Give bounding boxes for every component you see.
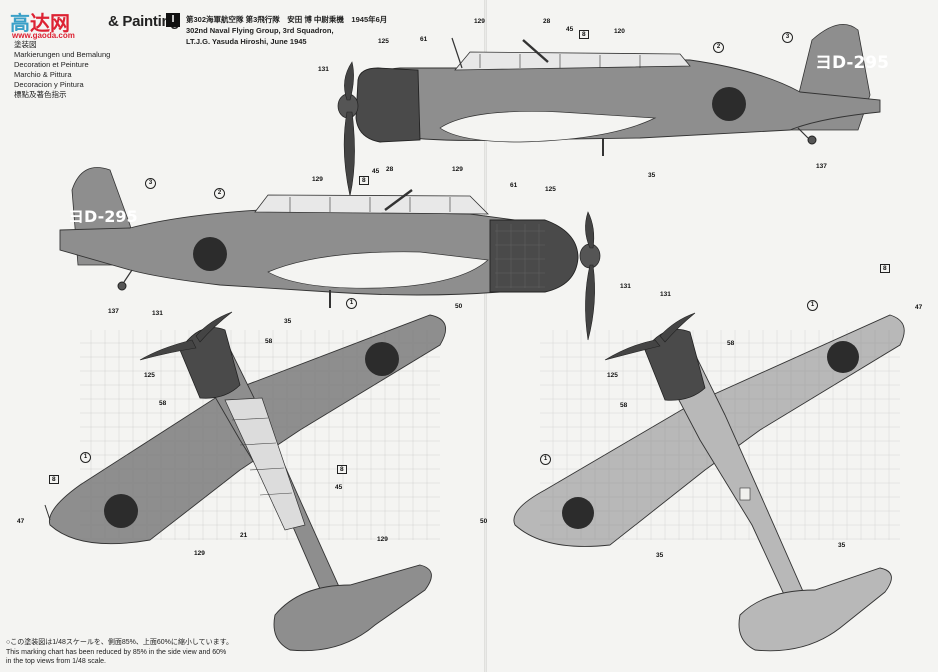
callout-45: 45 (372, 168, 380, 175)
version-marker: I (166, 13, 180, 27)
section-title: & Painting (108, 13, 180, 30)
callout-120: 120 (614, 28, 625, 35)
callout-125: 125 (607, 372, 618, 379)
language-item: Markierungen und Bemalung (14, 50, 111, 59)
callout-131: 131 (152, 310, 163, 317)
callout-35: 35 (648, 172, 656, 179)
scale-note-en-1: This marking chart has been reduced by 8… (6, 648, 227, 656)
language-item: 標點及著色指示 (14, 90, 67, 99)
scale-note: ○この塗装図は1/48スケールを、側面85%、上面60%に縮小しています。 Th… (6, 638, 233, 667)
scale-note-jp: ○この塗装図は1/48スケールを、側面85%、上面60%に縮小しています。 (6, 639, 233, 646)
callout-125: 125 (144, 372, 155, 379)
language-item: Decoracion y Pintura (14, 80, 84, 89)
callout-35: 35 (656, 552, 664, 559)
callout-131: 131 (660, 291, 671, 298)
callout-2: 2 (713, 42, 724, 53)
tail-code-side-2: ヨD-295 (68, 207, 138, 226)
callout-1: 1 (540, 454, 551, 465)
callout-28: 28 (386, 166, 394, 173)
callout-137: 137 (816, 163, 827, 170)
callout-137: 137 (108, 308, 119, 315)
watermark-logo: 高达网 (10, 13, 70, 35)
callout-1: 1 (807, 300, 818, 311)
callout-8: 8 (49, 475, 59, 484)
callout-47: 47 (17, 518, 25, 525)
language-item: Decoration et Peinture (14, 60, 89, 69)
callout-2: 2 (214, 188, 225, 199)
callout-58: 58 (265, 338, 273, 345)
page-gutter (484, 0, 487, 672)
callout-35: 35 (284, 318, 292, 325)
callout-3: 3 (145, 178, 156, 189)
callout-129: 129 (194, 550, 205, 557)
callout-58: 58 (620, 402, 628, 409)
side-view-left-facing: ヨD-295 (337, 23, 889, 197)
callout-45: 45 (566, 26, 574, 33)
callout-61: 61 (510, 182, 518, 189)
tail-code-side-1: ヨD-295 (815, 53, 889, 73)
version-line-jp: 第302海軍航空隊 第3飛行隊 安田 博 中尉乗機 1945年6月 (186, 15, 388, 24)
callout-21: 21 (240, 532, 248, 539)
callout-61: 61 (420, 36, 428, 43)
language-item: 塗装図 (14, 40, 37, 49)
callout-131: 131 (620, 283, 631, 290)
callout-129: 129 (377, 536, 388, 543)
version-description: 第302海軍航空隊 第3飛行隊 安田 博 中尉乗機 1945年6月 302nd … (186, 14, 387, 47)
callout-8: 8 (337, 465, 347, 474)
callout-125: 125 (545, 186, 556, 193)
callout-1: 1 (346, 298, 357, 309)
callout-47: 47 (915, 304, 923, 311)
callout-50: 50 (480, 518, 488, 525)
watermark-url: www.gaoda.com (12, 31, 75, 40)
callout-8: 8 (579, 30, 589, 39)
callout-1: 1 (80, 452, 91, 463)
callout-45: 45 (335, 484, 343, 491)
callout-28: 28 (543, 18, 551, 25)
callout-58: 58 (159, 400, 167, 407)
callout-129: 129 (312, 176, 323, 183)
side-view-right-facing: ヨD-295 (59, 167, 601, 341)
top-view-underside (513, 312, 905, 652)
callout-8: 8 (880, 264, 890, 273)
callout-50: 50 (455, 303, 463, 310)
language-item: Marchio & Pittura (14, 70, 72, 79)
callout-3: 3 (782, 32, 793, 43)
callout-131: 131 (318, 66, 329, 73)
callout-129: 129 (452, 166, 463, 173)
version-line-en-1: 302nd Naval Flying Group, 3rd Squadron, (186, 26, 334, 35)
top-view-upper (44, 311, 447, 652)
callout-35: 35 (838, 542, 846, 549)
callout-125: 125 (378, 38, 389, 45)
callout-8: 8 (359, 176, 369, 185)
language-list: 塗装図 Markierungen und Bemalung Decoration… (14, 40, 110, 100)
callout-129: 129 (474, 18, 485, 25)
callout-58: 58 (727, 340, 735, 347)
version-line-en-2: LT.J.G. Yasuda Hiroshi, June 1945 (186, 37, 307, 46)
scale-note-en-2: in the top views from 1/48 scale. (6, 658, 106, 665)
